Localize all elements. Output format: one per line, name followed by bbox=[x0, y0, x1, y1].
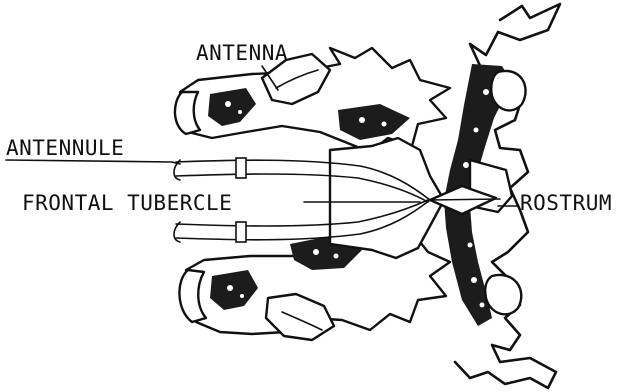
right-lobe-lower bbox=[485, 275, 521, 314]
label-antennule: ANTENNULE bbox=[6, 136, 124, 160]
antennule-leader bbox=[6, 160, 180, 164]
label-rostrum: ROSTRUM bbox=[520, 191, 612, 215]
right-lobe-upper bbox=[491, 71, 525, 111]
label-antenna: ANTENNA bbox=[196, 41, 288, 65]
label-frontal-tubercle: FRONTAL TUBERCLE bbox=[22, 191, 232, 215]
